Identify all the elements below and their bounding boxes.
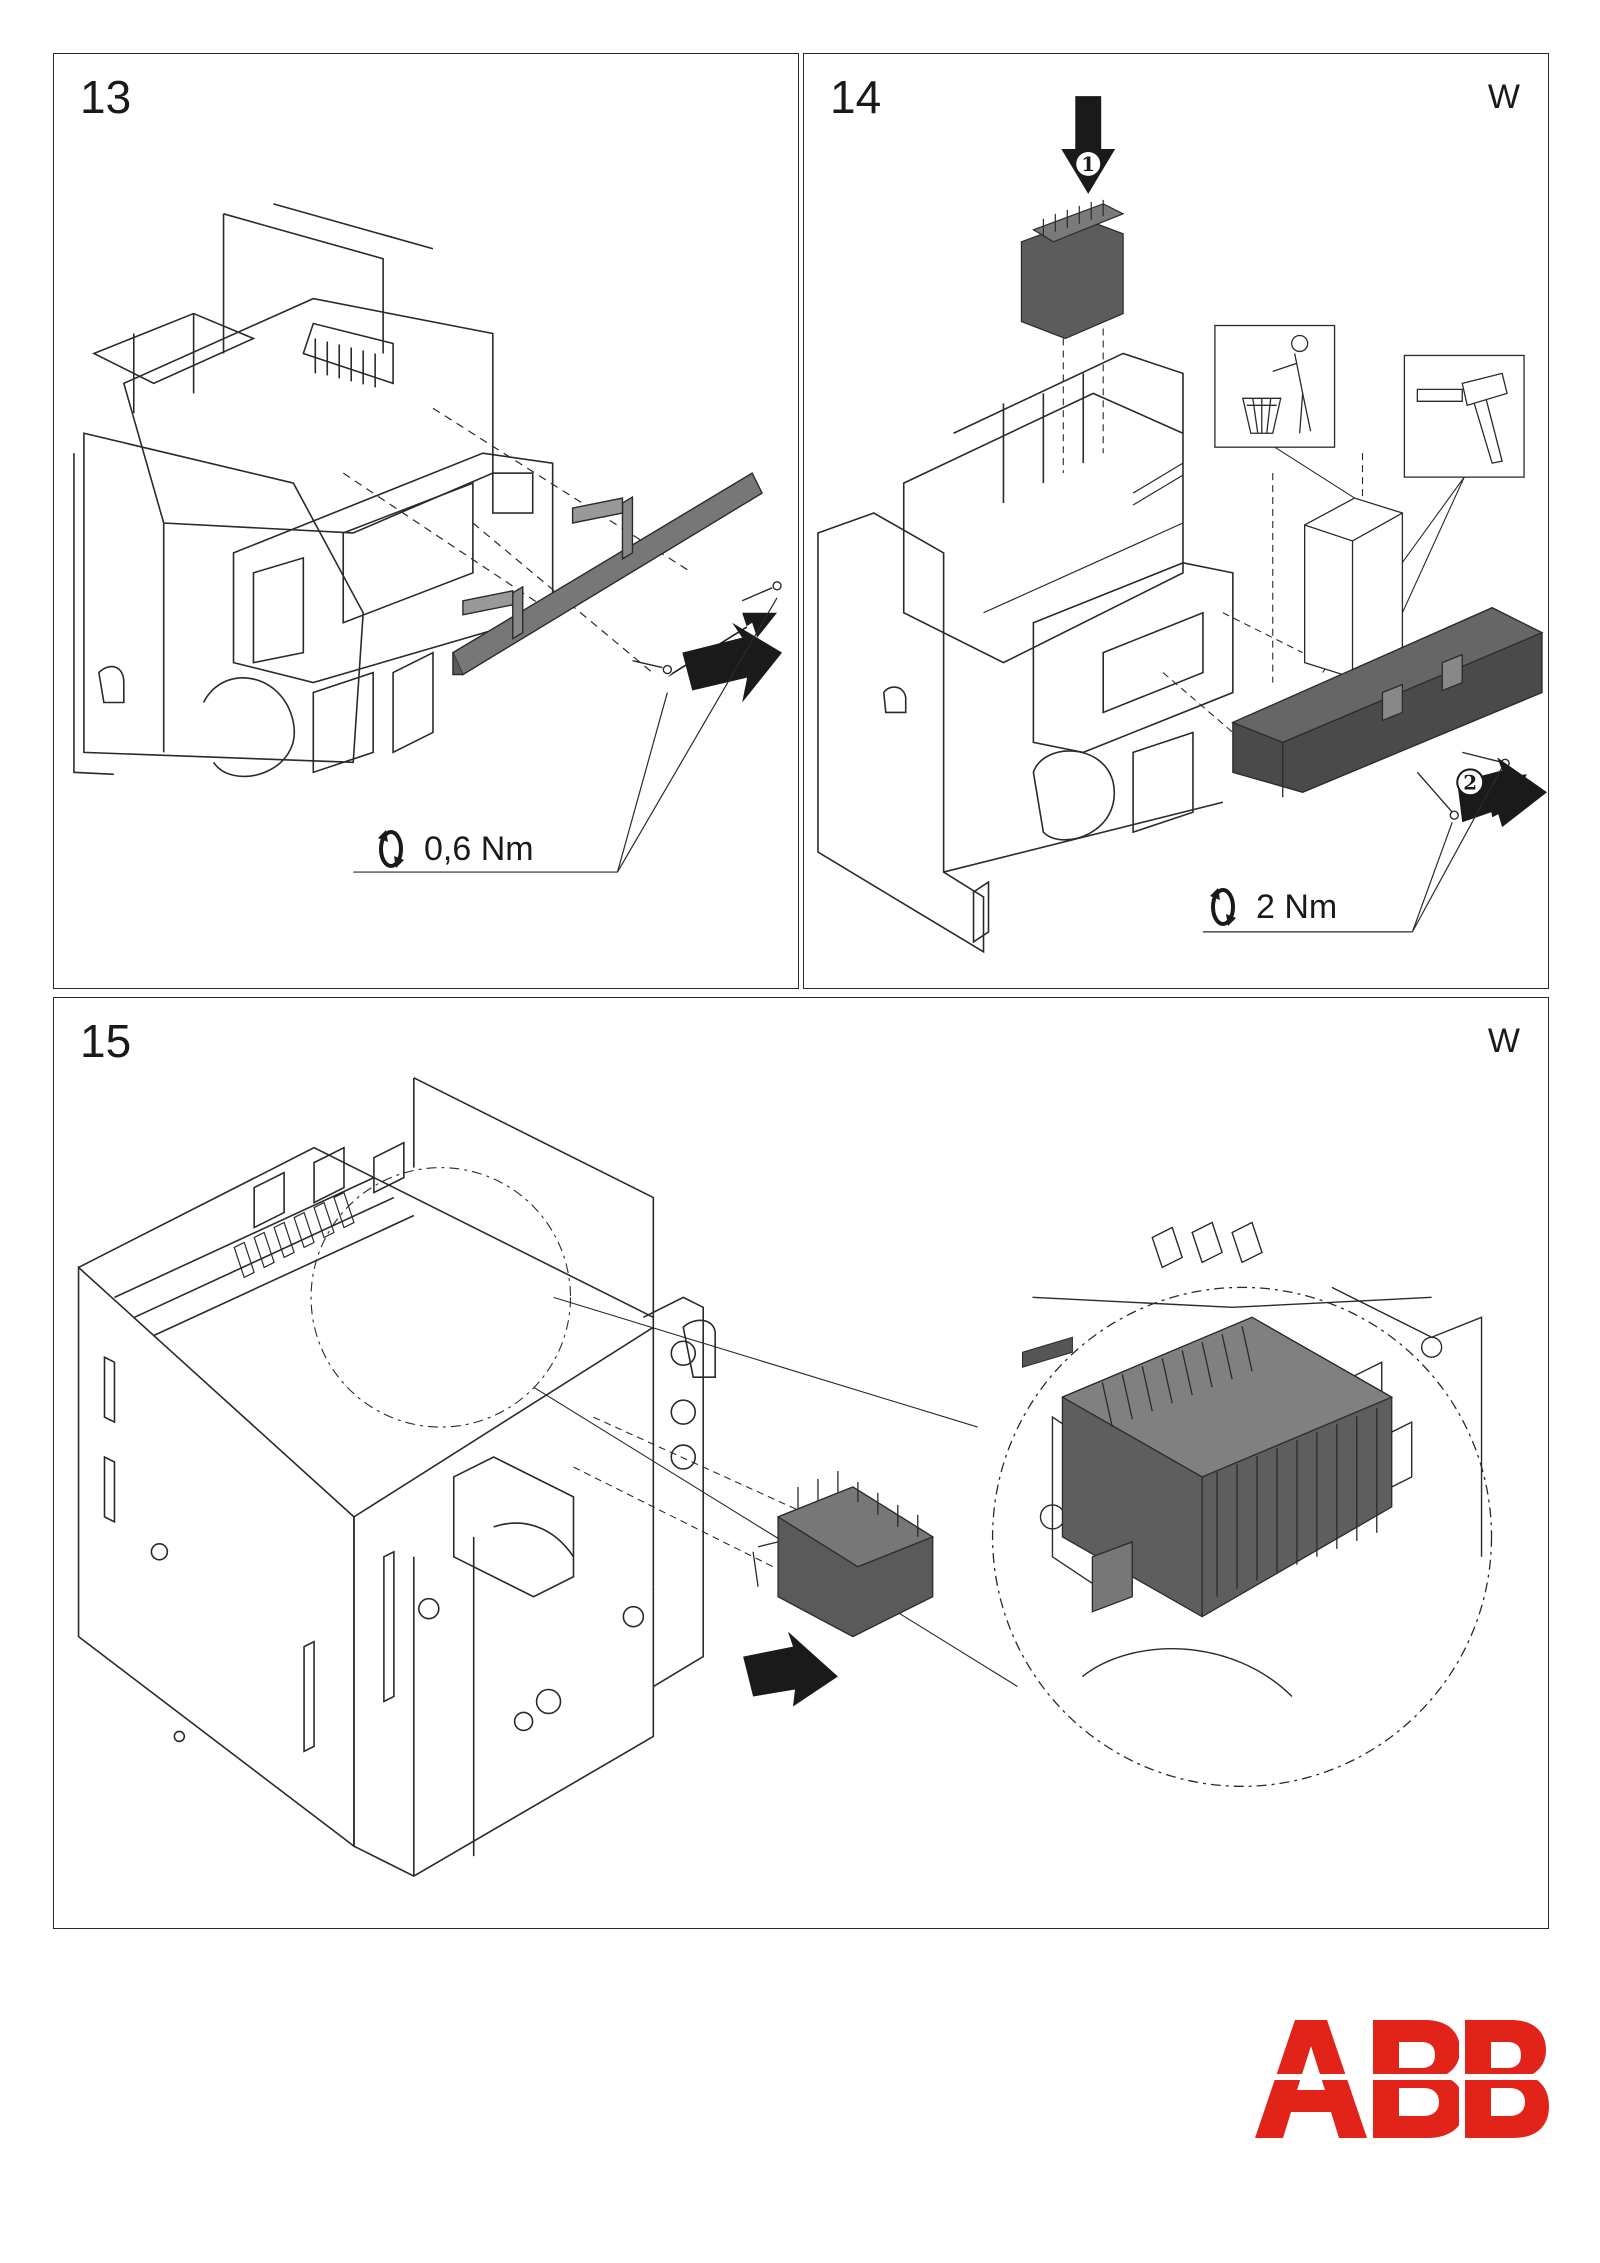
step-13-panel: 13 — [53, 53, 799, 989]
torque-spec: 0,6 Nm — [368, 826, 534, 872]
torque-value: 2 Nm — [1256, 888, 1338, 926]
torque-value: 0,6 Nm — [424, 830, 534, 868]
torque-spec: 2 Nm — [1200, 884, 1337, 930]
breaker-cradle-illustration — [77, 1077, 1493, 1878]
step-number: 14 — [830, 71, 882, 123]
step-14-panel: 14 W 1 — [803, 53, 1549, 989]
step-15-panel: 15 W — [53, 997, 1549, 1929]
callout-2: 2 — [1463, 770, 1477, 794]
variant-label: W — [1487, 78, 1520, 116]
step-number: 15 — [80, 1015, 132, 1067]
torque-rotate-icon — [1210, 888, 1236, 926]
terminal-cover-illustration: 1 — [817, 96, 1548, 954]
trash-disposal-icon — [1214, 324, 1336, 448]
variant-label: W — [1487, 1022, 1520, 1060]
torque-rotate-icon — [378, 830, 404, 868]
abb-logo — [1255, 2020, 1549, 2138]
breaker-accessory-illustration — [73, 203, 783, 873]
step-number: 13 — [80, 71, 132, 123]
hammer-icon — [1403, 354, 1525, 478]
callout-1: 1 — [1081, 152, 1095, 176]
